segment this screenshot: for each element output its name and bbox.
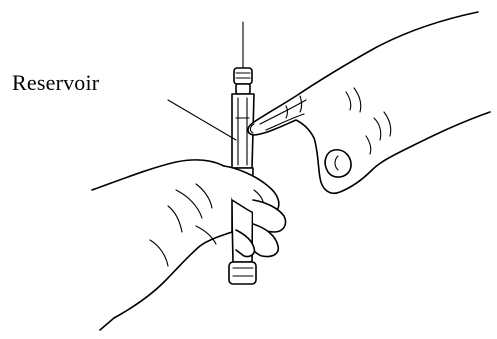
needle-hub (234, 68, 252, 94)
dose-knob (229, 262, 256, 284)
right-hand (248, 12, 490, 193)
reservoir-leader-line (168, 100, 236, 140)
reservoir-label: Reservoir (12, 70, 99, 96)
left-hand (92, 160, 286, 330)
